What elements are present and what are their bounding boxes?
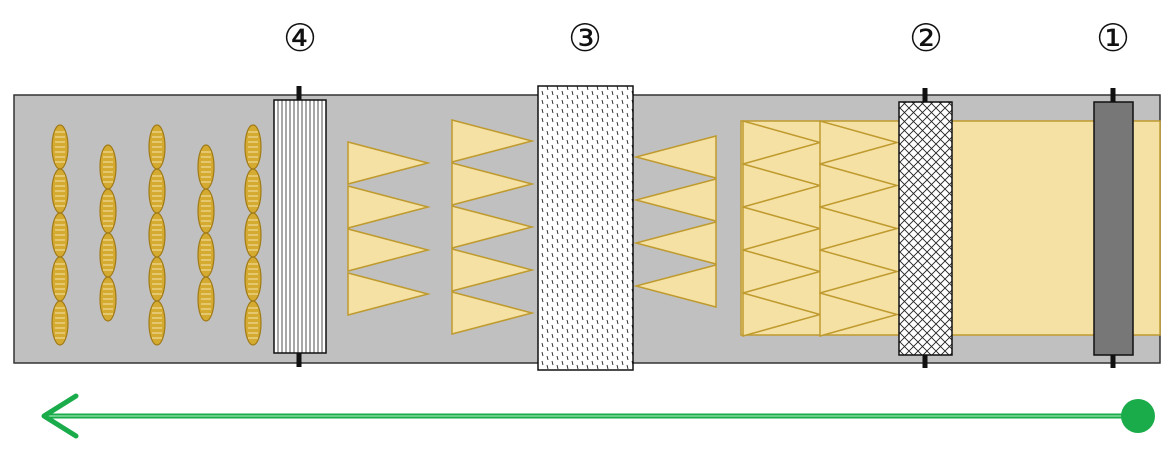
- step-marker-3: ③: [567, 16, 603, 60]
- dough-triangle: [347, 228, 431, 272]
- dough-triangle: [347, 185, 431, 229]
- step-marker-1: ①: [1095, 16, 1131, 60]
- dough-triangle: [819, 206, 900, 251]
- dough-triangle: [451, 162, 535, 206]
- flow-arrow-icon: [41, 393, 1155, 439]
- dough-triangle: [451, 205, 535, 249]
- step-marker-4: ④: [282, 16, 318, 60]
- dough-triangle: [819, 249, 900, 294]
- dough-triangle: [819, 163, 900, 208]
- dough-triangle: [819, 120, 900, 165]
- dough-triangle: [633, 221, 717, 265]
- dough-triangle: [742, 292, 823, 337]
- dough-triangle: [742, 163, 823, 208]
- roller-3: [537, 85, 634, 371]
- dough-triangle: [451, 291, 535, 335]
- dough-triangle: [742, 206, 823, 251]
- roller-1: [1093, 88, 1134, 368]
- dough-triangle: [633, 178, 717, 222]
- dough-triangle: [451, 119, 535, 163]
- dough-triangle: [347, 272, 431, 316]
- dough-triangle: [633, 135, 717, 179]
- roller-2: [898, 88, 953, 368]
- dough-triangle: [819, 292, 900, 337]
- step-marker-2: ②: [908, 16, 944, 60]
- dough-triangle: [742, 249, 823, 294]
- dough-triangle: [742, 120, 823, 165]
- dough-triangle: [451, 248, 535, 292]
- dough-triangle: [347, 141, 431, 185]
- dough-triangle: [633, 264, 717, 308]
- roller-4: [273, 86, 327, 367]
